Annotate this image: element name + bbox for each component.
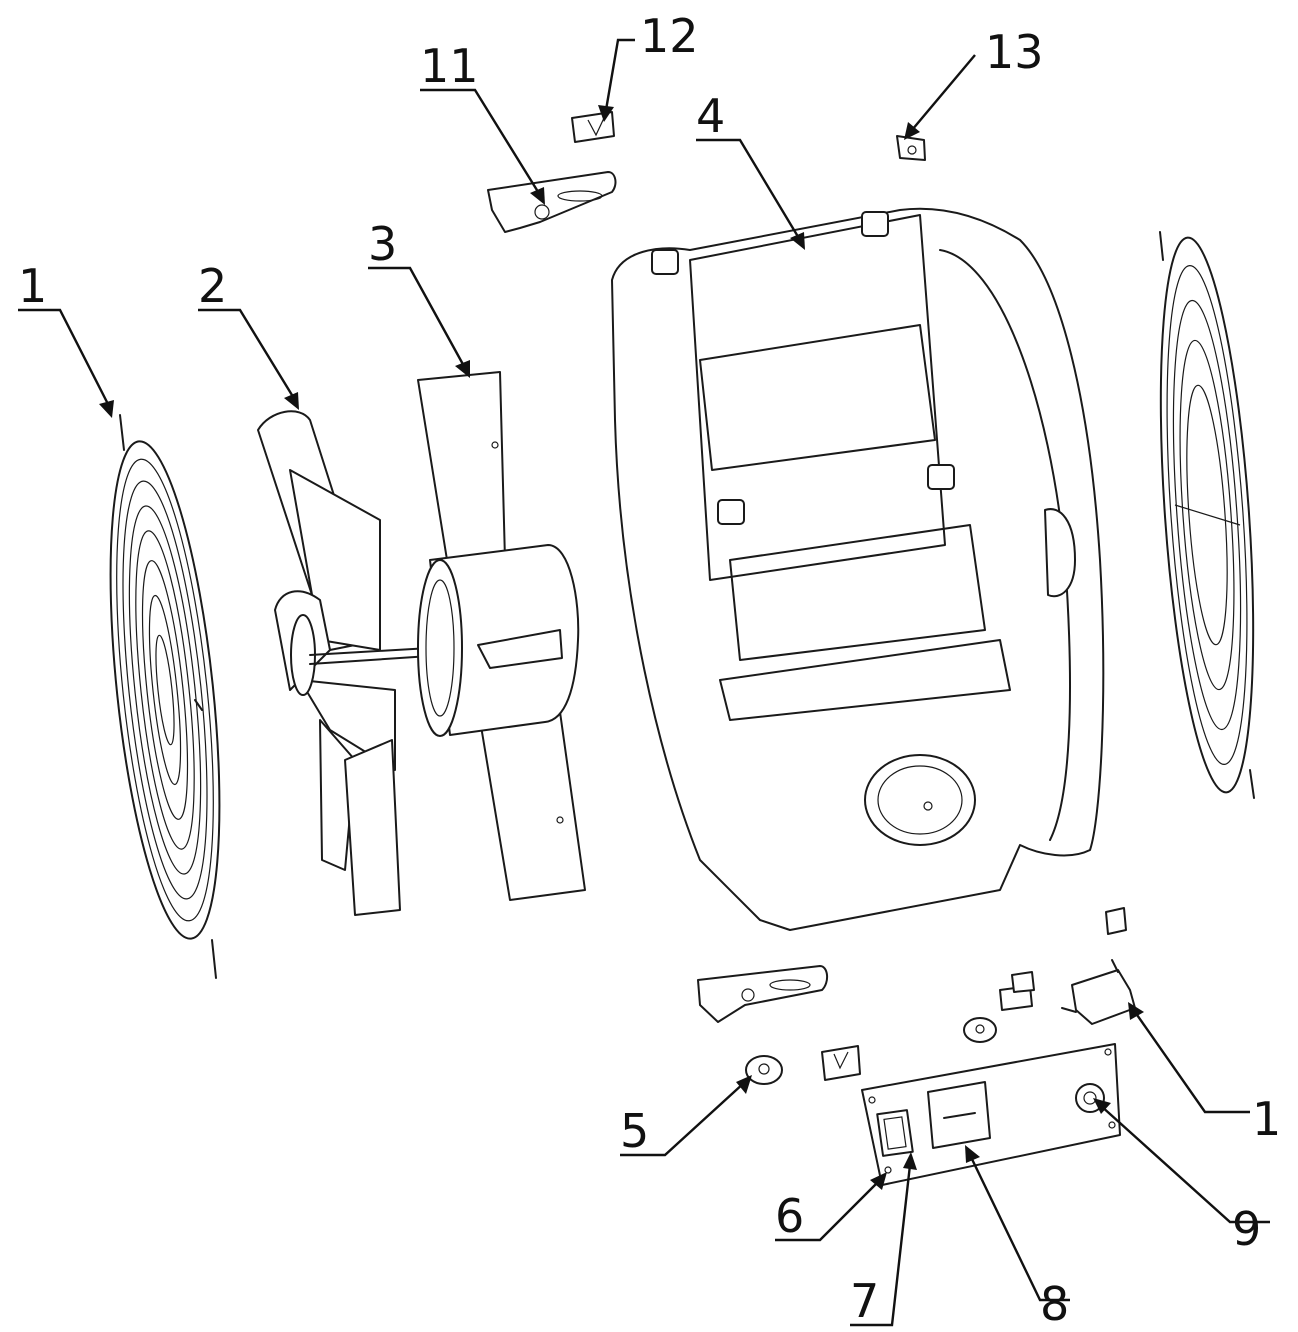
callout-label-foot: 5 (620, 1104, 649, 1158)
rubber-foot (745, 1055, 783, 1085)
clip-12 (571, 111, 615, 143)
callout-label-plate-window: 8 (1040, 1277, 1069, 1331)
control-panel-plate (861, 1043, 1121, 1186)
top-handle (487, 171, 617, 233)
impeller-blades (257, 410, 431, 916)
callout-label-housing: 4 (696, 89, 725, 143)
motor-with-bracket (417, 371, 586, 901)
callout-labels: 1 2 3 4 5 6 7 8 9 11 12 13 1 (18, 9, 1281, 1331)
callout-label-motor-bracket: 3 (368, 217, 397, 271)
callout-label-impeller: 2 (198, 259, 227, 313)
clip-13 (896, 135, 926, 161)
callout-label-screw: 6 (775, 1189, 804, 1243)
callout-leaders (18, 38, 1270, 1327)
callout-label-switch: 7 (850, 1274, 879, 1328)
callout-label-small-clip: 13 (985, 25, 1044, 79)
callout-label-junction-box: 1 (1252, 1092, 1281, 1146)
left-fan-guard (109, 414, 221, 979)
small-parts (821, 907, 1127, 1081)
right-fan-guard (1159, 231, 1255, 799)
callout-label-clip: 12 (640, 9, 699, 63)
callout-label-cable-gland: 9 (1232, 1202, 1261, 1256)
fan-housing (611, 207, 1105, 931)
callout-label-handle: 11 (420, 39, 479, 93)
junction-box (1061, 959, 1136, 1025)
bottom-handle (697, 965, 828, 1023)
callout-label-guard-left: 1 (18, 259, 47, 313)
